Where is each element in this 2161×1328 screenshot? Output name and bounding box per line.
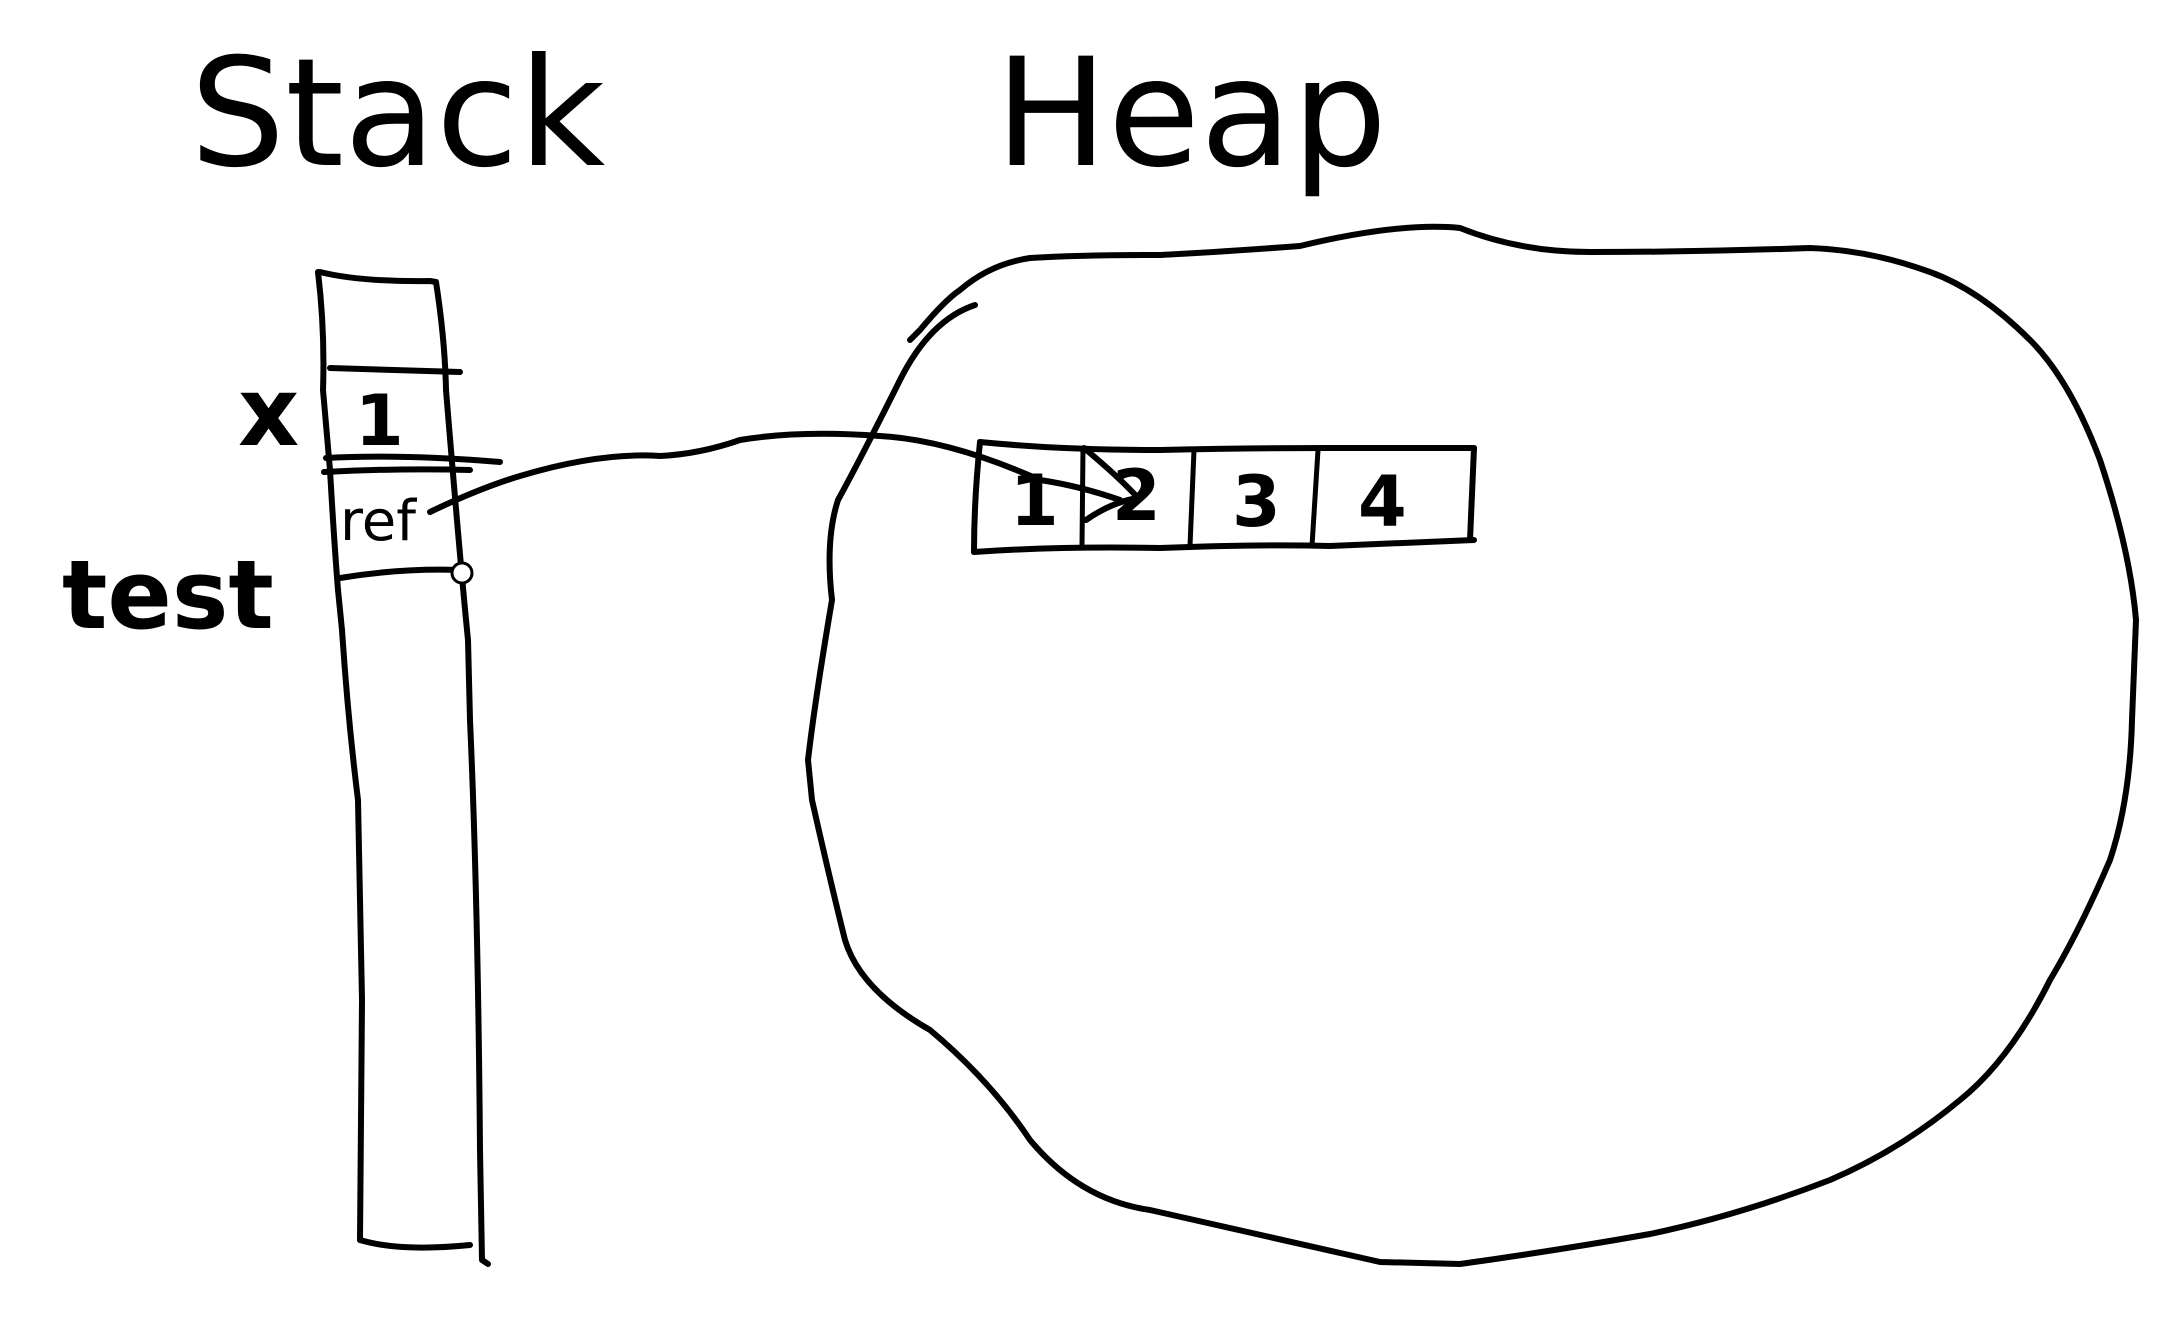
- stack-column: [315, 269, 503, 1267]
- pointer-origin-dot: [450, 561, 474, 585]
- stack-title: Stack: [190, 27, 605, 201]
- stack-divider-2b: [321, 466, 473, 475]
- heap-array-cell: 3: [1232, 461, 1281, 543]
- stack-divider-3: [337, 566, 463, 581]
- stack-slot-test: test ref: [62, 489, 474, 651]
- reference-arrow-head: [1081, 445, 1141, 523]
- stack-right-edge: [317, 269, 491, 1267]
- stack-bottom-edge: [357, 1237, 473, 1251]
- heap-array-bottom-edge: [971, 537, 1477, 555]
- heap-array-divider: [1309, 447, 1321, 549]
- heap-array-cell: 4: [1358, 461, 1407, 543]
- heap-array-top-edge: [977, 439, 1477, 453]
- stack-slot-value: 1: [355, 380, 404, 462]
- heap-array: 1 2 3 4: [971, 439, 1477, 555]
- stack-slot-label: test: [62, 541, 274, 651]
- stack-slot-label: x: [238, 358, 299, 468]
- heap-title: Heap: [995, 27, 1387, 201]
- stack-left-edge: [315, 269, 365, 1243]
- stack-slot-value: ref: [340, 489, 417, 554]
- stack-slot-x: x 1: [238, 358, 404, 468]
- reference-arrow-line: [427, 430, 1123, 515]
- heap-array-divider: [1187, 447, 1197, 549]
- arrow-right-icon: [427, 430, 1141, 523]
- heap-array-right-edge: [1467, 445, 1477, 543]
- stack-divider-2: [323, 453, 503, 465]
- heap-array-divider: [1079, 445, 1086, 549]
- heap-blob: [805, 223, 2139, 1267]
- stack-divider-1: [327, 365, 463, 375]
